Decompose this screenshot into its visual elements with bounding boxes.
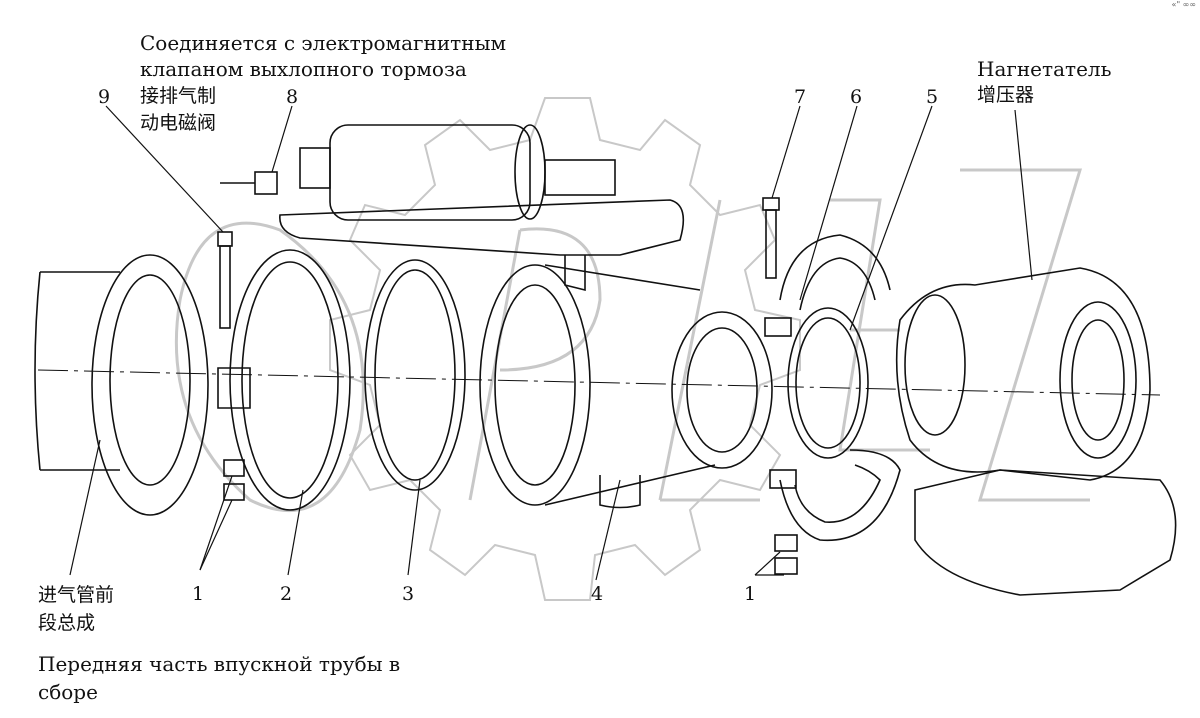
seal-ring-5 — [787, 307, 869, 459]
valve-fitting — [299, 147, 331, 189]
callout-4: 4 — [591, 583, 604, 605]
clamp-6-inner — [794, 257, 881, 523]
gasket-3-inner — [374, 269, 456, 481]
turbo-label-ru: Нагнетатель — [977, 57, 1112, 81]
pipe-4-body — [544, 264, 716, 509]
nut-1a — [223, 459, 245, 477]
callout-8: 8 — [286, 86, 299, 108]
leader-lines — [69, 105, 1033, 581]
bolt-9-shank — [219, 245, 231, 329]
callout-3: 3 — [402, 583, 415, 605]
intake-flange — [91, 254, 209, 516]
watermark-gear — [329, 97, 801, 601]
watermark-lettering — [174, 168, 1090, 513]
callout-1-left: 1 — [192, 583, 205, 605]
intake-front-label-cn-line1: 进气管前 — [38, 584, 115, 606]
clamp-2-inner — [241, 261, 339, 499]
clamp-2 — [229, 249, 351, 511]
pipe-4-end — [479, 264, 591, 506]
clamp-2-ear — [217, 367, 251, 409]
callout-2: 2 — [280, 583, 293, 605]
pipe-4-outlet — [671, 311, 773, 469]
intake-front-label-cn-line2: 段总成 — [38, 612, 96, 634]
clamp-6 — [779, 234, 901, 542]
callout-9: 9 — [98, 86, 111, 108]
callout-5: 5 — [926, 86, 939, 108]
valve-nipple-8 — [254, 171, 278, 195]
seal-ring-5-inner — [795, 317, 861, 449]
turbo-housing — [895, 267, 1151, 481]
valve-bracket — [279, 199, 685, 256]
valve-actuator — [544, 159, 616, 196]
turbo-inlet-flange — [904, 294, 966, 436]
brake-valve-label-ru-line1: Соединяется с электромагнитным — [140, 31, 507, 55]
pipe-4-outlet-inner — [686, 327, 758, 453]
turbo-outlet-inner — [1071, 319, 1125, 441]
bolt-7 — [762, 197, 780, 211]
nut-1c — [774, 534, 798, 552]
gasket-3 — [364, 259, 466, 491]
intake-flange-inner — [109, 274, 191, 486]
bolt-7-shank — [765, 209, 777, 279]
corner-mark: «" ∞∞ — [1171, 0, 1196, 9]
clamp-6-lug-bottom — [769, 469, 797, 489]
nut-1b — [223, 483, 245, 501]
turbo-flange — [914, 469, 1177, 596]
brake-valve-label-cn-line1: 接排气制 — [140, 85, 217, 107]
pipe-4-bore — [494, 284, 576, 486]
callout-7: 7 — [794, 86, 807, 108]
turbo-outlet — [1059, 301, 1137, 459]
callout-1-right: 1 — [744, 583, 757, 605]
brake-valve-label-cn-line2: 动电磁阀 — [140, 112, 217, 134]
center-axis — [37, 369, 1161, 396]
brake-valve-label-ru-line2: клапаном выхлопного тормоза — [140, 57, 467, 81]
nut-1d — [774, 557, 798, 575]
valve-stem — [564, 255, 586, 292]
callout-6: 6 — [850, 86, 863, 108]
intake-front-label-ru-line2: сборе — [38, 680, 98, 704]
clamp-6-lug-top — [764, 317, 792, 337]
intake-front-label-ru-line1: Передняя часть впускной трубы в — [38, 652, 401, 676]
bolt-9 — [217, 231, 233, 247]
turbo-label-cn: 增压器 — [977, 84, 1035, 106]
